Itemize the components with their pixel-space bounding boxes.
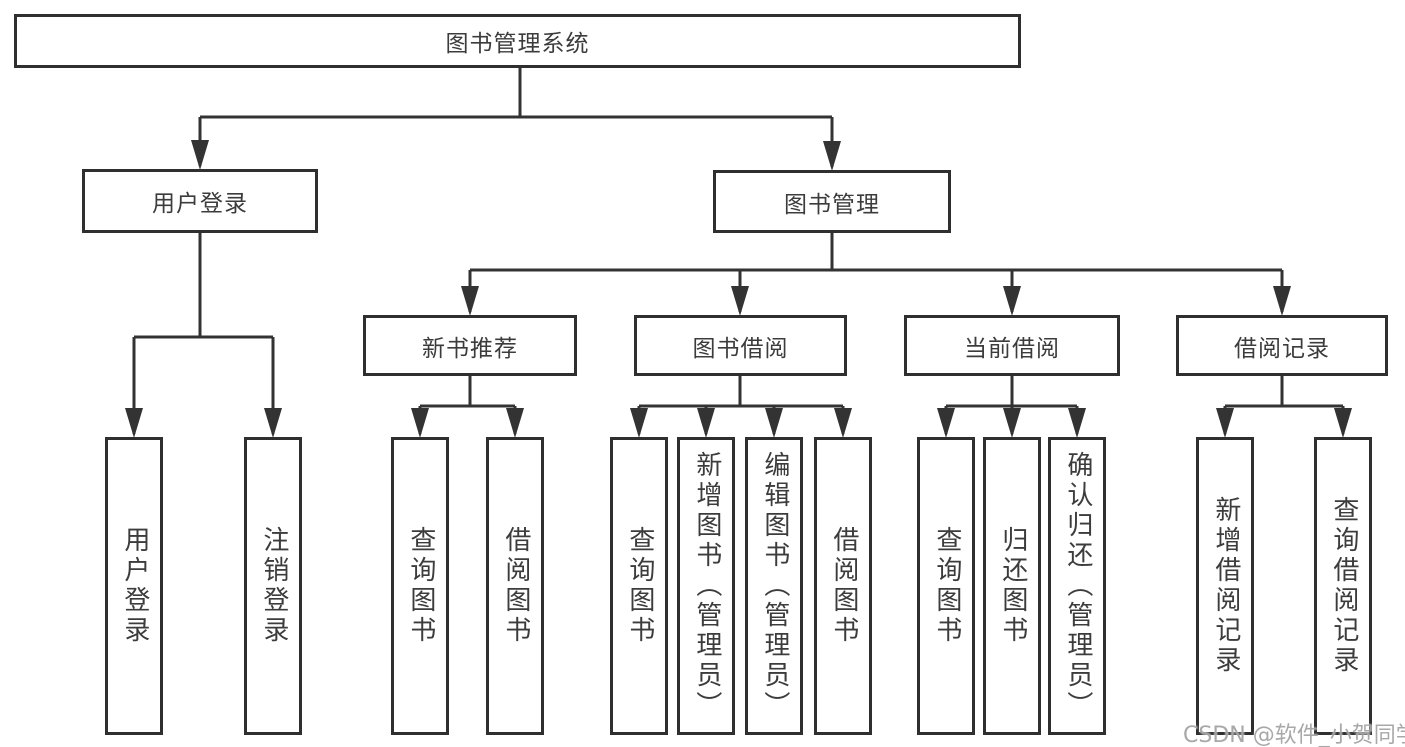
arrow-down-icon bbox=[506, 408, 524, 438]
arrow-down-icon bbox=[765, 408, 783, 438]
node-book-management-label: 图书管理 bbox=[784, 191, 880, 218]
node-user-login-label: 用户登录 bbox=[152, 191, 248, 217]
node-query-books-borrowing-label: 查询图书 bbox=[624, 526, 655, 646]
node-return-books: 归还图书 bbox=[983, 437, 1041, 735]
watermark: CSDN @软件_小贺同学 bbox=[1183, 723, 1405, 747]
arrow-down-icon bbox=[731, 286, 749, 316]
node-borrow-books-recommend-label: 借阅图书 bbox=[500, 526, 531, 646]
arrow-down-icon bbox=[823, 141, 841, 171]
connector-lines bbox=[132, 68, 1345, 434]
node-edit-books-admin: 编辑图书（管理员） bbox=[745, 437, 803, 735]
node-current-borrowing-label: 当前借阅 bbox=[964, 335, 1060, 362]
node-user-login-leaf-label: 用户登录 bbox=[119, 526, 150, 646]
arrowhead-icons bbox=[125, 140, 1352, 438]
node-user-login-leaf: 用户登录 bbox=[105, 437, 163, 735]
node-new-book-recommend: 新书推荐 bbox=[363, 315, 577, 376]
arrow-down-icon bbox=[1273, 286, 1291, 316]
node-query-books-current-label: 查询图书 bbox=[931, 526, 962, 646]
node-book-borrowing-label: 图书借阅 bbox=[692, 335, 789, 362]
arrow-down-icon bbox=[191, 140, 209, 170]
node-borrowing-records-label: 借阅记录 bbox=[1234, 335, 1330, 362]
arrow-down-icon bbox=[1068, 408, 1086, 438]
node-add-books-admin-label: 新增图书（管理员） bbox=[691, 451, 722, 721]
arrow-down-icon bbox=[264, 408, 282, 438]
arrow-down-icon bbox=[834, 408, 852, 438]
arrow-down-icon bbox=[1334, 408, 1352, 438]
node-edit-books-admin-label: 编辑图书（管理员） bbox=[759, 451, 790, 721]
node-query-books-borrowing: 查询图书 bbox=[610, 437, 668, 735]
node-new-book-recommend-label: 新书推荐 bbox=[422, 335, 518, 362]
arrow-down-icon bbox=[937, 408, 955, 438]
arrow-down-icon bbox=[461, 286, 479, 316]
node-borrow-books-borrowing-label: 借阅图书 bbox=[828, 526, 859, 646]
node-book-management-system: 图书管理系统 bbox=[14, 14, 1021, 68]
node-borrow-books-borrowing: 借阅图书 bbox=[814, 437, 872, 735]
node-query-books-current: 查询图书 bbox=[917, 437, 975, 735]
node-confirm-return-admin: 确认归还（管理员） bbox=[1048, 437, 1106, 735]
node-book-management-system-label: 图书管理系统 bbox=[445, 31, 590, 57]
node-add-borrow-record: 新增借阅记录 bbox=[1196, 437, 1254, 735]
node-confirm-return-admin-label: 确认归还（管理员） bbox=[1062, 451, 1093, 721]
node-add-borrow-record-label: 新增借阅记录 bbox=[1210, 496, 1241, 676]
node-logout: 注销登录 bbox=[244, 437, 302, 735]
node-book-management: 图书管理 bbox=[713, 170, 951, 233]
node-borrow-books-recommend: 借阅图书 bbox=[486, 437, 544, 735]
node-user-login: 用户登录 bbox=[82, 169, 318, 233]
node-return-books-label: 归还图书 bbox=[997, 526, 1028, 646]
node-logout-label: 注销登录 bbox=[258, 526, 289, 646]
arrow-down-icon bbox=[125, 408, 143, 438]
node-query-borrow-record-label: 查询借阅记录 bbox=[1328, 496, 1359, 676]
node-borrowing-records: 借阅记录 bbox=[1176, 315, 1388, 376]
node-query-books-recommend: 查询图书 bbox=[391, 437, 449, 735]
node-book-borrowing: 图书借阅 bbox=[634, 315, 847, 376]
node-query-borrow-record: 查询借阅记录 bbox=[1314, 437, 1372, 735]
node-current-borrowing: 当前借阅 bbox=[904, 315, 1120, 376]
node-query-books-recommend-label: 查询图书 bbox=[405, 526, 436, 646]
arrow-down-icon bbox=[1003, 286, 1021, 316]
arrow-down-icon bbox=[1003, 408, 1021, 438]
arrow-down-icon bbox=[411, 408, 429, 438]
arrow-down-icon bbox=[697, 408, 715, 438]
arrow-down-icon bbox=[1216, 408, 1234, 438]
arrow-down-icon bbox=[630, 408, 648, 438]
node-add-books-admin: 新增图书（管理员） bbox=[677, 437, 735, 735]
